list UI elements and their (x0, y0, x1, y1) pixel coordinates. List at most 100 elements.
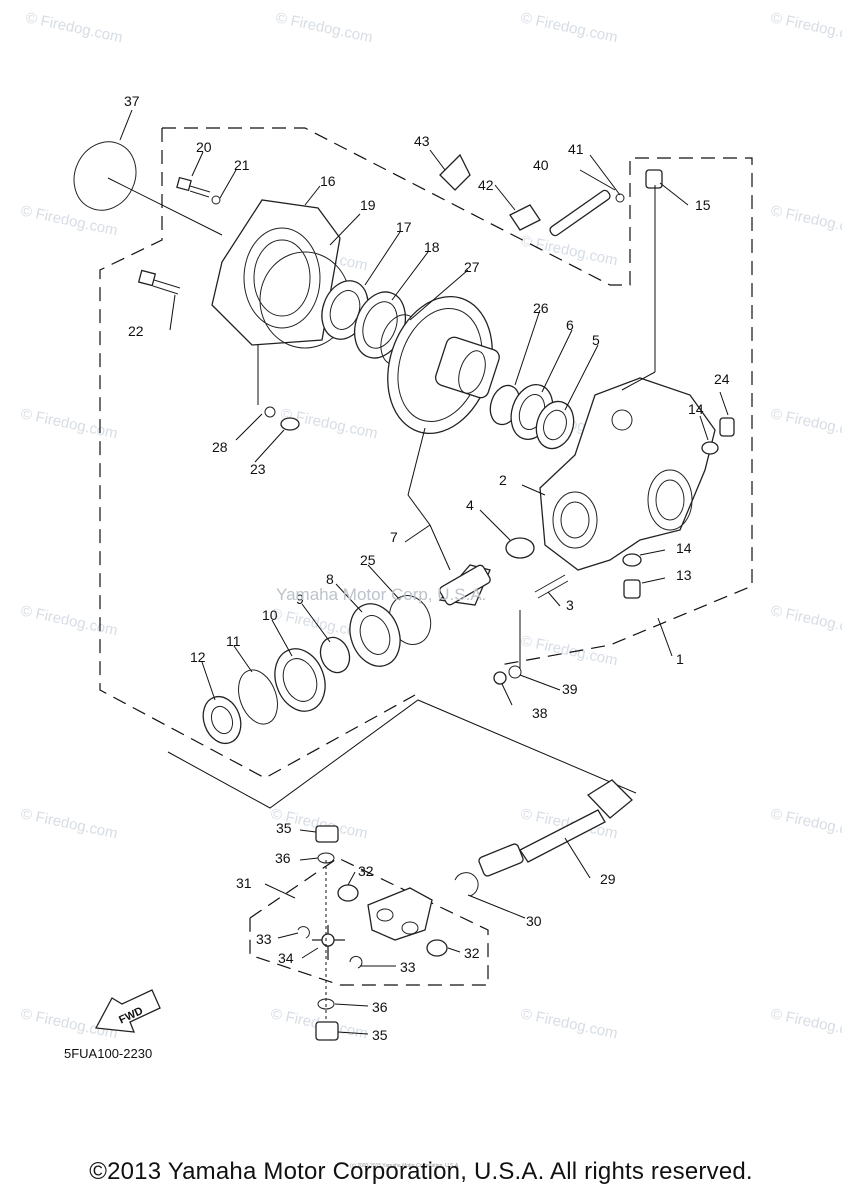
callout-8: 8 (326, 571, 334, 587)
o-ring-11 (238, 669, 278, 725)
hose-40 (549, 189, 611, 237)
callout-15: 15 (695, 197, 711, 213)
watermark-text: © Firedog.com (274, 9, 374, 46)
gasket-14-top (701, 441, 719, 455)
callout-42: 42 (478, 177, 494, 193)
circlip-30 (454, 872, 479, 897)
oil-seal-5 (535, 400, 575, 450)
plug-24 (719, 417, 735, 437)
callout-33: 33 (400, 959, 416, 975)
bearing-retainer-10 (274, 648, 326, 712)
callout-43: 43 (414, 133, 430, 149)
o-ring-37 (73, 141, 137, 211)
circlip-33-left (297, 926, 310, 939)
drive-pinion-7 (438, 564, 491, 606)
callout-2: 2 (499, 472, 507, 488)
small-note: (c) 2000-2015 Yamaha Motor Corporation, … (350, 1163, 460, 1169)
callout-11: 11 (226, 633, 241, 649)
watermark-text: © Firedog.com (19, 202, 119, 239)
callout-1: 1 (676, 651, 684, 667)
bolt-22 (137, 269, 181, 295)
callout-22: 22 (128, 323, 144, 339)
callout-41: 41 (568, 141, 584, 157)
nut-38 (493, 671, 507, 685)
watermark-text: © Firedog.com (769, 9, 842, 46)
callout-13: 13 (676, 567, 692, 583)
collar-4 (505, 537, 535, 559)
watermark-text: © Firedog.com (19, 602, 119, 639)
bearing-35-bottom (315, 1021, 339, 1041)
callout-26: 26 (533, 300, 549, 316)
fwd-arrow: FWD (94, 989, 161, 1033)
leader-lines (107, 109, 729, 1035)
callout-4: 4 (466, 497, 474, 513)
watermark-text: © Firedog.com (769, 1005, 842, 1042)
watermark-text: © Firedog.com (24, 9, 124, 46)
callout-31: 31 (236, 875, 252, 891)
ring-gear (387, 296, 500, 434)
watermark-text: © Firedog.com (519, 9, 619, 46)
callout-32: 32 (358, 863, 374, 879)
watermark-text: © Firedog.com (19, 805, 119, 842)
watermark-text: © Firedog.com (519, 1005, 619, 1042)
callout-36: 36 (372, 999, 388, 1015)
callout-9: 9 (296, 591, 304, 607)
callout-16: 16 (320, 173, 336, 189)
watermark-text: © Firedog.com (19, 405, 119, 442)
gasket-28 (264, 406, 276, 418)
callout-10: 10 (262, 607, 278, 623)
bolt-20 (176, 176, 211, 198)
callout-34: 34 (278, 950, 294, 966)
watermark-text: © Firedog.com (769, 405, 842, 442)
callout-21: 21 (234, 157, 250, 173)
bearing-35-top (315, 825, 339, 843)
callout-27: 27 (464, 259, 480, 275)
callout-33: 33 (256, 931, 272, 947)
callout-36: 36 (275, 850, 291, 866)
drive-shaft-29 (478, 779, 633, 877)
watermark-text: © Firedog.com (769, 602, 842, 639)
watermark-text: © Firedog.com (519, 632, 619, 669)
stud-bolt-3 (534, 574, 569, 599)
callout-12: 12 (190, 649, 206, 665)
callout-38: 38 (532, 705, 548, 721)
washer-39 (508, 665, 522, 679)
callout-39: 39 (562, 681, 578, 697)
callout-18: 18 (424, 239, 440, 255)
washer-21 (211, 195, 221, 205)
callout-24: 24 (714, 371, 730, 387)
callout-14: 14 (676, 540, 692, 556)
bearing-32-right (426, 939, 448, 957)
differential-housing-2 (539, 377, 716, 571)
plug-13 (623, 579, 641, 599)
collar-9 (319, 636, 351, 674)
parts-layer (73, 141, 735, 1041)
bearing-32-left (337, 884, 359, 902)
callout-6: 6 (566, 317, 574, 333)
callout-28: 28 (212, 439, 228, 455)
callout-5: 5 (592, 332, 600, 348)
breather-15 (645, 169, 663, 189)
watermark-text: © Firedog.com (769, 805, 842, 842)
center-watermark: Yamaha Motor Corp, U.S.A. (276, 585, 487, 604)
copyright-notice: ©2013 Yamaha Motor Corporation, U.S.A. A… (89, 1158, 753, 1185)
callout-30: 30 (526, 913, 542, 929)
callout-37: 37 (124, 93, 140, 109)
callout-35: 35 (372, 1027, 388, 1043)
callout-layer: 1234567891011121314141516171819202122232… (124, 93, 730, 1043)
clip-41 (615, 193, 625, 203)
yoke (367, 887, 433, 941)
assembly-outline (99, 127, 753, 986)
callout-29: 29 (600, 871, 616, 887)
callout-19: 19 (360, 197, 376, 213)
holder-43 (439, 153, 471, 191)
callout-7: 7 (390, 529, 398, 545)
bearing-8 (349, 603, 401, 667)
callout-40: 40 (533, 157, 549, 173)
spider-34 (312, 925, 345, 960)
callout-14: 14 (688, 401, 704, 417)
watermark-text: © Firedog.com (769, 202, 842, 239)
bearing-cover-16 (211, 199, 351, 349)
callout-25: 25 (360, 552, 376, 568)
